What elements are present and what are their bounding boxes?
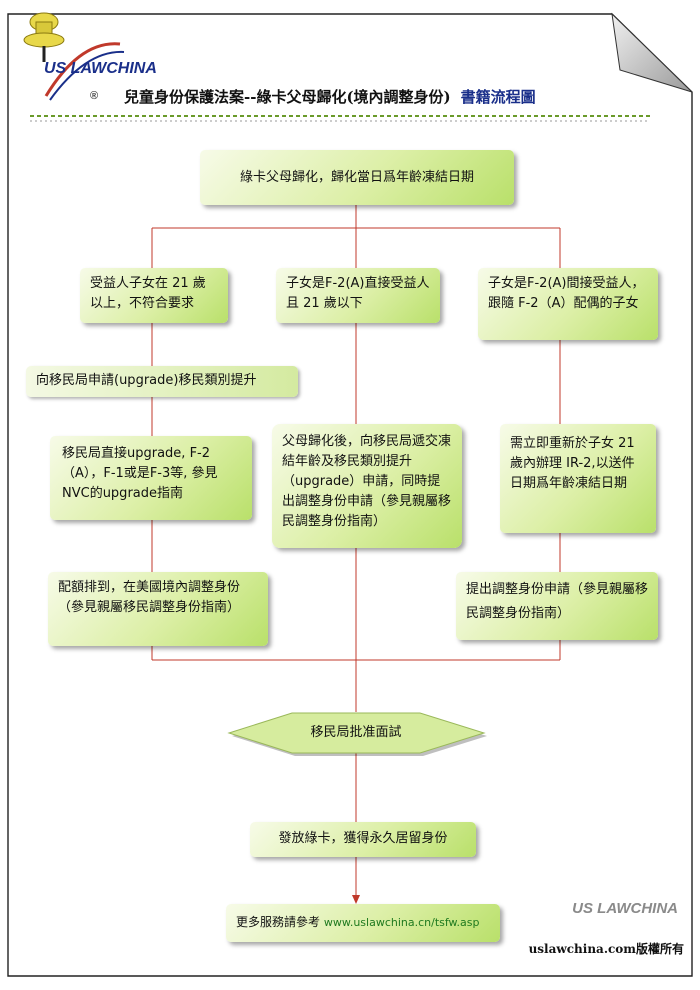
node-green-card: 發放綠卡，獲得永久居留身份: [250, 822, 476, 857]
node-upgrade-direct: 移民局直接upgrade, F-2（A），F-1或是F-3等, 參見NVC的up…: [50, 436, 252, 520]
node-left-wait: 配額排到，在美國境內調整身份（參見親屬移民調整身份指南）: [48, 572, 268, 646]
node-middle-action: 父母歸化後，向移民局遞交凍結年齡及移民類別提升（upgrade）申請，同時提出調…: [272, 424, 462, 548]
node-start: 綠卡父母歸化，歸化當日爲年齡凍結日期: [200, 150, 514, 205]
interview-diamond: [227, 712, 487, 756]
logo-swoosh-icon: [44, 42, 125, 101]
company-logo: US LAWCHINA ®: [44, 60, 157, 102]
arrowhead-icon: [352, 895, 360, 904]
node-right-action: 需立即重新於子女 21 歲內辦理 IR-2,以送件日期爲年齡凍結日期: [500, 424, 656, 533]
more-service-label: 更多服務請參考: [236, 915, 321, 929]
node-left-condition: 受益人子女在 21 歲以上，不符合要求: [80, 268, 228, 323]
title-divider: [30, 115, 650, 122]
title-subtitle: 書籍流程圖: [460, 88, 536, 106]
pushpin-icon: [23, 12, 65, 62]
title-main: 兒童身份保護法案--綠卡父母歸化(境內調整身份): [124, 88, 451, 106]
node-middle-condition: 子女是F-2(A)直接受益人且 21 歲以下: [276, 268, 440, 323]
page-title: 兒童身份保護法案--綠卡父母歸化(境內調整身份) 書籍流程圖: [124, 86, 536, 107]
connectors: [151, 205, 561, 898]
node-interview: 移民局批准面試: [310, 725, 402, 740]
footer-logo: US LAWCHINA: [572, 900, 678, 917]
node-right-condition: 子女是F-2(A)間接受益人，跟隨 F-2（A）配偶的子女: [478, 268, 658, 340]
node-upgrade-request: 向移民局申請(upgrade)移民類別提升: [26, 366, 298, 397]
node-more-service: 更多服務請參考 www.uslawchina.cn/tsfw.asp: [226, 904, 500, 942]
more-service-link[interactable]: www.uslawchina.cn/tsfw.asp: [323, 916, 480, 929]
copyright-text: uslawchina.com版權所有: [528, 942, 684, 956]
node-right-adjust: 提出調整身份申請（參見親屬移民調整身份指南）: [456, 572, 658, 640]
